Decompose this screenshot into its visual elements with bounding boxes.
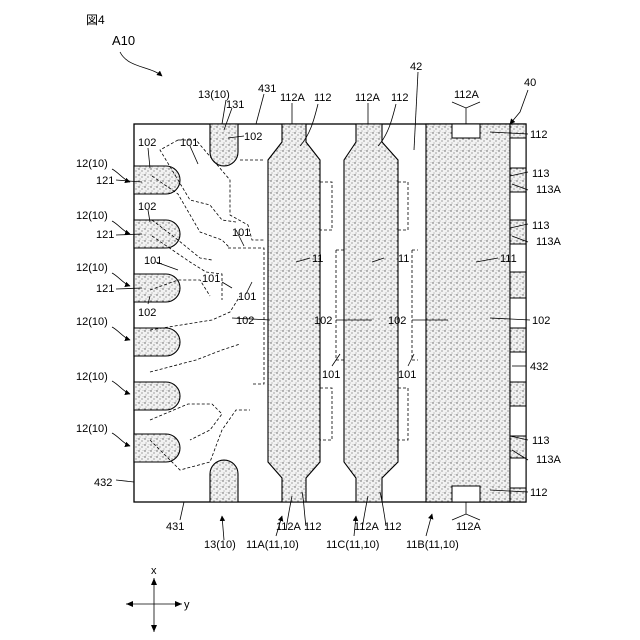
lead-11A bbox=[268, 124, 320, 502]
label-432-l: 432 bbox=[94, 477, 112, 489]
label-102-f: 102 bbox=[388, 315, 406, 327]
label-42: 42 bbox=[410, 61, 422, 73]
label-12-1: 12(10) bbox=[76, 158, 108, 170]
label-113A-3: 113A bbox=[536, 454, 562, 466]
label-101-b: 101 bbox=[232, 227, 250, 239]
label-11B: 11B(11,10) bbox=[406, 539, 459, 551]
lead-13-top bbox=[210, 124, 238, 166]
figure-id-arrow bbox=[120, 52, 162, 76]
label-102-e: 102 bbox=[314, 315, 332, 327]
figure-title: 図4 bbox=[86, 13, 105, 27]
label-113A-2: 113A bbox=[536, 236, 562, 248]
label-111: 111 bbox=[500, 253, 517, 265]
label-102-c: 102 bbox=[138, 307, 156, 319]
label-121-2: 121 bbox=[96, 229, 114, 241]
label-113-2: 113 bbox=[532, 220, 550, 232]
label-101-a: 101 bbox=[180, 137, 198, 149]
label-102-d: 102 bbox=[236, 315, 254, 327]
label-12-4: 12(10) bbox=[76, 316, 108, 328]
label-113-1: 113 bbox=[532, 168, 550, 180]
axis-y-label: y bbox=[184, 599, 190, 611]
label-12-2: 12(10) bbox=[76, 210, 108, 222]
label-112A-2: 112A bbox=[355, 92, 381, 104]
label-101-c: 101 bbox=[144, 255, 162, 267]
label-112A-1: 112A bbox=[280, 92, 306, 104]
lead-11B bbox=[426, 124, 526, 502]
label-12-5: 12(10) bbox=[76, 371, 108, 383]
axis-indicator bbox=[126, 578, 182, 632]
label-431-top: 431 bbox=[258, 83, 276, 95]
label-13-bot: 13(10) bbox=[204, 539, 236, 551]
label-11-b: 11 bbox=[398, 253, 409, 265]
label-112-tr: 112 bbox=[530, 129, 548, 141]
label-112-br: 112 bbox=[530, 487, 548, 499]
label-40: 40 bbox=[524, 77, 536, 89]
label-101-f: 101 bbox=[322, 369, 340, 381]
label-432-r: 432 bbox=[530, 361, 548, 373]
label-11A: 11A(11,10) bbox=[246, 539, 299, 551]
label-113A-1: 113A bbox=[536, 184, 562, 196]
lead-11C bbox=[344, 124, 398, 502]
label-101-d: 101 bbox=[202, 273, 220, 285]
axis-x-label: x bbox=[151, 565, 157, 577]
label-112-1: 112 bbox=[314, 92, 332, 104]
label-112-2: 112 bbox=[391, 92, 409, 104]
lead-13-bottom bbox=[210, 460, 238, 502]
label-102-a: 102 bbox=[138, 137, 156, 149]
figure-id: A10 bbox=[112, 33, 135, 48]
label-102-b: 102 bbox=[138, 201, 156, 213]
label-113-3: 113 bbox=[532, 435, 550, 447]
label-11C: 11C(11,10) bbox=[326, 539, 379, 551]
label-112A-b3: 112A bbox=[456, 521, 482, 533]
label-112A-top: 112A bbox=[454, 89, 480, 101]
label-121-1: 121 bbox=[96, 175, 114, 187]
label-131: 131 bbox=[226, 99, 244, 111]
label-112A-b2: 112A bbox=[354, 521, 380, 533]
label-102-top: 102 bbox=[244, 131, 262, 143]
label-101-e: 101 bbox=[238, 291, 256, 303]
label-112-b2: 112 bbox=[384, 521, 402, 533]
label-12-6: 12(10) bbox=[76, 423, 108, 435]
label-112A-b1: 112A bbox=[276, 521, 302, 533]
label-431-bot: 431 bbox=[166, 521, 184, 533]
label-11-a: 11 bbox=[312, 253, 323, 265]
label-101-g: 101 bbox=[398, 369, 416, 381]
label-12-3: 12(10) bbox=[76, 262, 108, 274]
label-102-r: 102 bbox=[532, 315, 550, 327]
label-121-3: 121 bbox=[96, 283, 114, 295]
label-112-b1: 112 bbox=[304, 521, 322, 533]
